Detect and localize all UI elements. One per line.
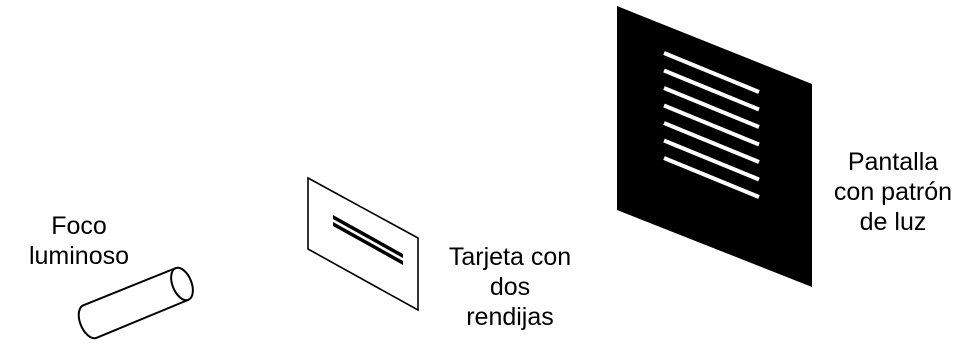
light-fringes bbox=[663, 51, 760, 199]
fringe-line bbox=[663, 156, 760, 199]
slit-card-label-line: rendijas bbox=[466, 303, 554, 331]
slit bbox=[333, 222, 403, 265]
fringe-line bbox=[663, 68, 760, 112]
screen-label-line: con patrón bbox=[833, 178, 953, 206]
pattern-screen bbox=[617, 6, 812, 287]
light-source-icon bbox=[77, 266, 194, 340]
slit-card-label-line: dos bbox=[489, 273, 531, 301]
slit-card-label-line: Tarjeta con bbox=[448, 243, 572, 271]
slits bbox=[333, 215, 403, 265]
slit-card-label: Tarjeta con dos rendijas bbox=[422, 242, 598, 332]
screen-label-line: Pantalla bbox=[847, 148, 939, 176]
light-source-label-line: Foco bbox=[51, 212, 107, 240]
fringe-line bbox=[663, 121, 760, 164]
slit-card bbox=[307, 176, 419, 312]
fringe-line bbox=[663, 51, 760, 94]
screen-label-line: de luz bbox=[859, 208, 927, 236]
fringe-line bbox=[663, 138, 760, 182]
light-source-label-line: luminoso bbox=[28, 242, 130, 270]
slit bbox=[333, 215, 403, 258]
fringe-line bbox=[663, 103, 760, 147]
fringe-line bbox=[663, 86, 760, 129]
light-source-label: Foco luminoso bbox=[14, 211, 144, 271]
screen-label: Pantalla con patrón de luz bbox=[818, 147, 968, 237]
